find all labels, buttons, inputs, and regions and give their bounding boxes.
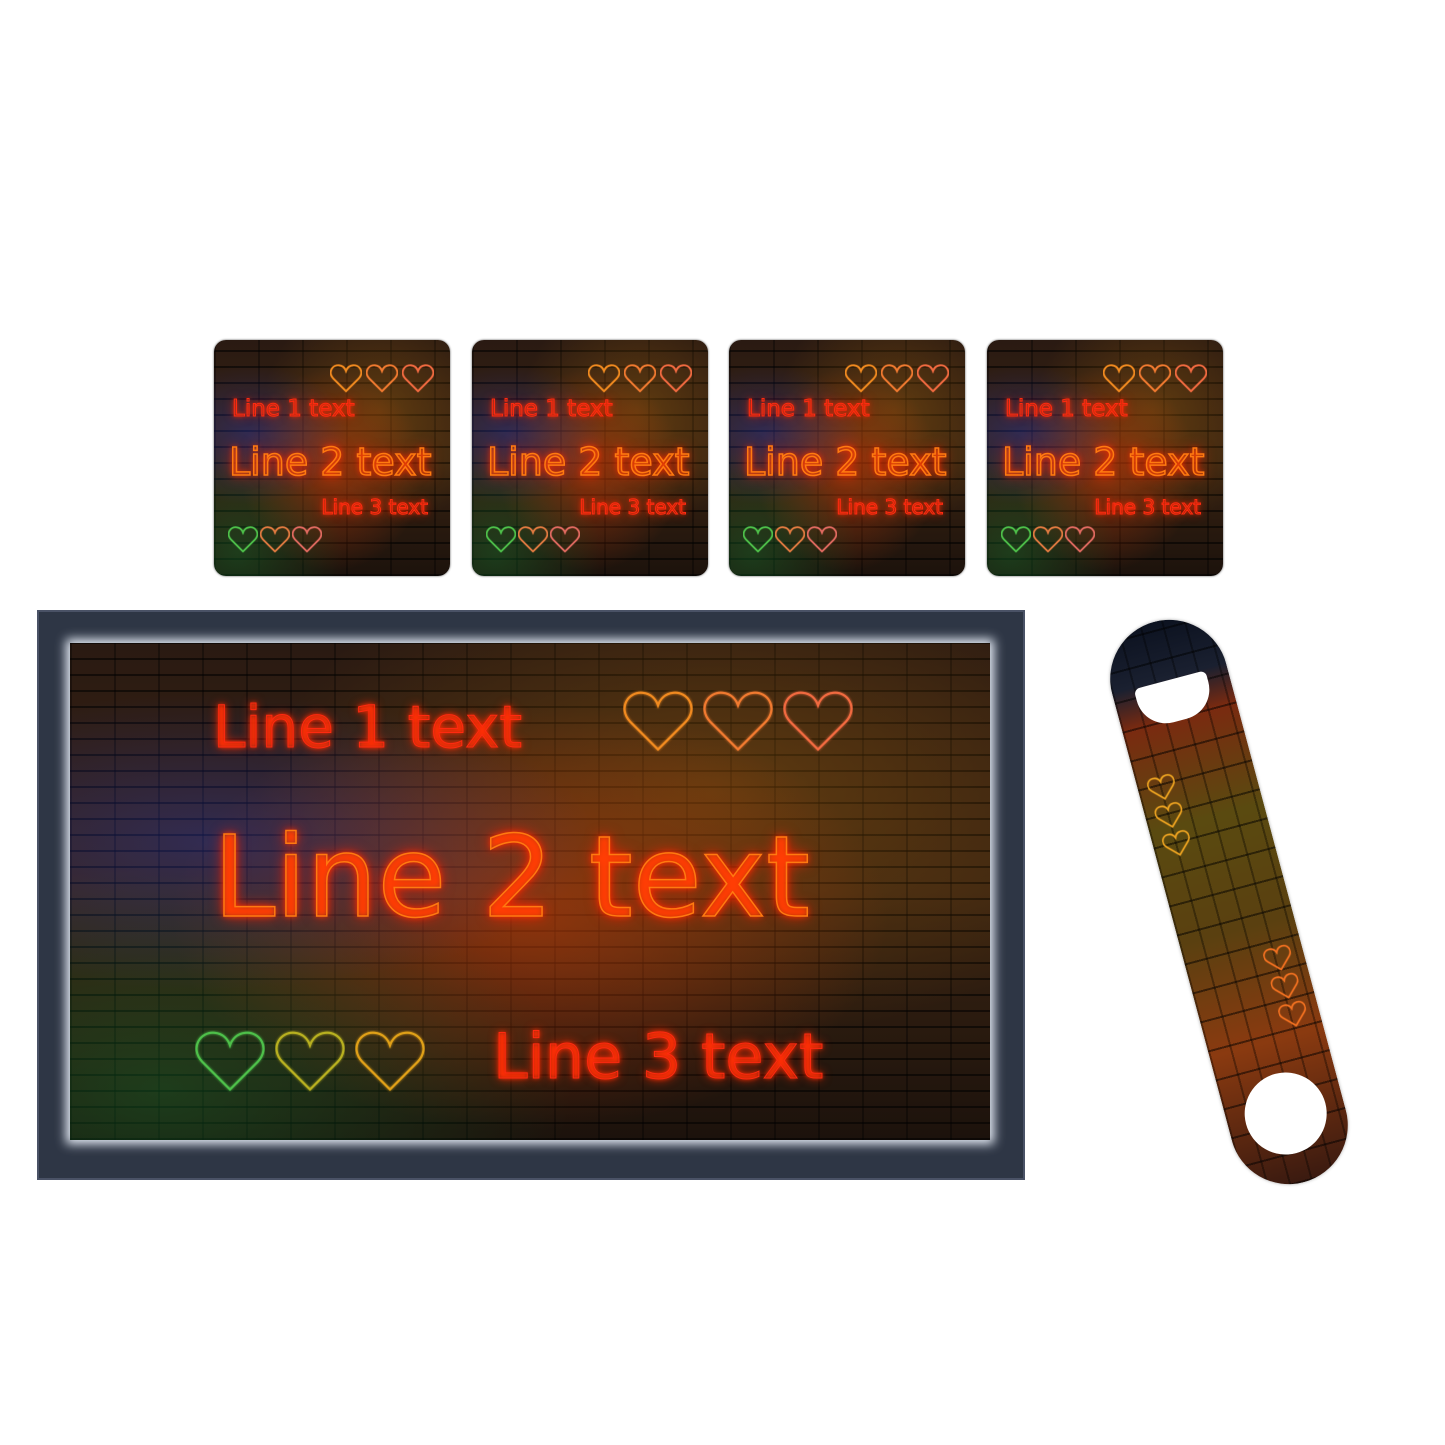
heart-icon (292, 526, 322, 553)
coaster-bottom-hearts (743, 526, 837, 553)
coaster: Line 1 text Line 2 text Line 3 text (729, 340, 965, 576)
coaster-line-3: Line 3 text (836, 495, 944, 520)
opener-hearts-upper (1145, 772, 1194, 860)
heart-icon (330, 364, 362, 393)
heart-icon (1139, 364, 1171, 393)
heart-icon (1103, 364, 1135, 393)
heart-icon (1162, 830, 1190, 857)
heart-icon (775, 526, 805, 553)
heart-icon (355, 1031, 425, 1091)
heart-icon (518, 526, 548, 553)
coaster-top-hearts (330, 364, 434, 393)
heart-icon (1001, 526, 1031, 553)
mat-line-2: Line 2 text (212, 812, 810, 944)
coaster-line-3: Line 3 text (579, 495, 687, 520)
heart-icon (624, 364, 656, 393)
heart-icon (1065, 526, 1095, 553)
coaster-line-2: Line 2 text (486, 439, 690, 485)
heart-icon (1278, 1001, 1306, 1027)
opener-hearts-lower (1262, 943, 1311, 1031)
coaster-top-hearts (588, 364, 692, 393)
coaster-line-2: Line 2 text (743, 439, 947, 485)
heart-icon (623, 691, 693, 751)
bar-mat-print: Line 1 text Line 2 text Line 3 text (70, 643, 990, 1140)
mat-bottom-hearts (195, 1030, 425, 1093)
heart-icon (743, 526, 773, 553)
bottle-opener (1096, 606, 1362, 1198)
coaster-line-1: Line 1 text (490, 396, 614, 423)
coaster-line-2: Line 2 text (228, 439, 432, 485)
heart-icon (660, 364, 692, 393)
heart-icon (228, 526, 258, 553)
heart-icon (260, 526, 290, 553)
coaster-top-hearts (1103, 364, 1207, 393)
coaster-bottom-hearts (1001, 526, 1095, 553)
bar-mat: Line 1 text Line 2 text Line 3 text (37, 610, 1025, 1180)
coaster-line-2: Line 2 text (1001, 439, 1205, 485)
heart-icon (1147, 774, 1175, 800)
coaster: Line 1 text Line 2 text Line 3 text (472, 340, 708, 576)
heart-icon (486, 526, 516, 553)
heart-icon (550, 526, 580, 553)
mat-line-3: Line 3 text (492, 1020, 824, 1094)
heart-icon (881, 364, 913, 393)
opener-ring-hole (1235, 1063, 1336, 1164)
heart-icon (1175, 364, 1207, 393)
heart-icon (275, 1031, 345, 1091)
mat-line-1: Line 1 text (212, 693, 523, 762)
coaster-line-1: Line 1 text (747, 396, 871, 423)
heart-icon (1033, 526, 1063, 553)
heart-icon (588, 364, 620, 393)
heart-icon (845, 364, 877, 393)
heart-icon (195, 1031, 265, 1091)
heart-icon (366, 364, 398, 393)
heart-icon (1154, 802, 1183, 828)
mat-top-hearts (623, 690, 853, 753)
coaster-bottom-hearts (228, 526, 322, 553)
heart-icon (402, 364, 434, 393)
coaster: Line 1 text Line 2 text Line 3 text (214, 340, 450, 576)
heart-icon (917, 364, 949, 393)
coaster-top-hearts (845, 364, 949, 393)
coaster-bottom-hearts (486, 526, 580, 553)
coaster-line-1: Line 1 text (232, 396, 356, 423)
coaster: Line 1 text Line 2 text Line 3 text (987, 340, 1223, 576)
heart-icon (783, 691, 853, 751)
opener-cap-slot (1133, 670, 1217, 730)
heart-icon (703, 691, 773, 751)
coaster-line-1: Line 1 text (1005, 396, 1129, 423)
heart-icon (1263, 944, 1291, 971)
heart-icon (1270, 973, 1299, 999)
heart-icon (807, 526, 837, 553)
coaster-line-3: Line 3 text (1094, 495, 1202, 520)
coaster-line-3: Line 3 text (321, 495, 429, 520)
